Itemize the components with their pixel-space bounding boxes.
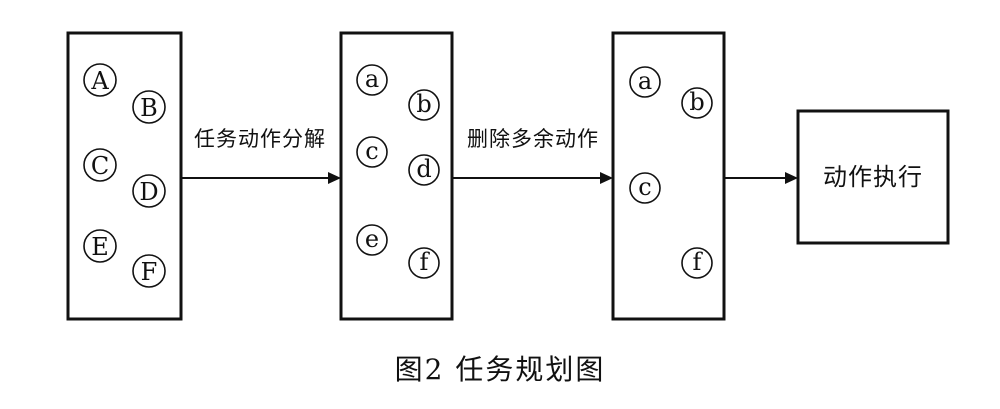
action-node: E [83,229,117,263]
action-letter: a [365,65,379,93]
figure-caption: 图2 任务规划图 [394,353,606,386]
task-planning-diagram: A B C D E F 任务动作分解 a b c d e f 删除多余动作 a … [66,31,950,321]
action-letter: b [689,88,704,116]
action-letter: C [91,152,109,180]
action-node: C [83,148,117,182]
action-letter: c [365,137,378,165]
action-letter: d [416,155,431,183]
action-letter: B [140,94,158,122]
box-original-actions: A B C D E F [66,31,183,321]
action-node: e [356,224,388,256]
action-node: c [629,172,661,204]
action-node: A [83,63,117,97]
action-letter: F [141,258,158,286]
box-decomposed-actions: a b c d e f [339,31,454,321]
action-node: b [408,89,440,121]
action-node: f [681,247,713,279]
action-execution-label: 动作执行 [823,163,923,191]
arrow-to-execution [724,172,798,184]
arrow-label-remove-redundant: 删除多余动作 [467,127,599,151]
action-letter: a [638,67,652,95]
action-letter: e [365,225,379,253]
action-node: D [132,174,166,208]
action-node: B [132,90,166,124]
action-node: a [356,64,388,96]
action-letter: D [139,178,158,206]
arrow-remove-redundant: 删除多余动作 [452,127,613,184]
action-node: c [356,136,388,168]
action-node: d [408,154,440,186]
action-letter: E [91,233,109,261]
action-node: F [132,254,166,288]
action-letter: f [420,248,431,276]
action-letter: f [693,248,704,276]
action-node: b [681,87,713,119]
arrow-decompose: 任务动作分解 [181,127,341,184]
box-reduced-actions: a b c f [611,31,726,321]
box-action-execution: 动作执行 [796,109,950,245]
action-letter: A [90,67,109,95]
action-node: f [408,247,440,279]
action-letter: b [416,90,431,118]
arrow-label-decompose: 任务动作分解 [194,127,326,151]
action-node: a [629,66,661,98]
action-letter: c [638,173,651,201]
